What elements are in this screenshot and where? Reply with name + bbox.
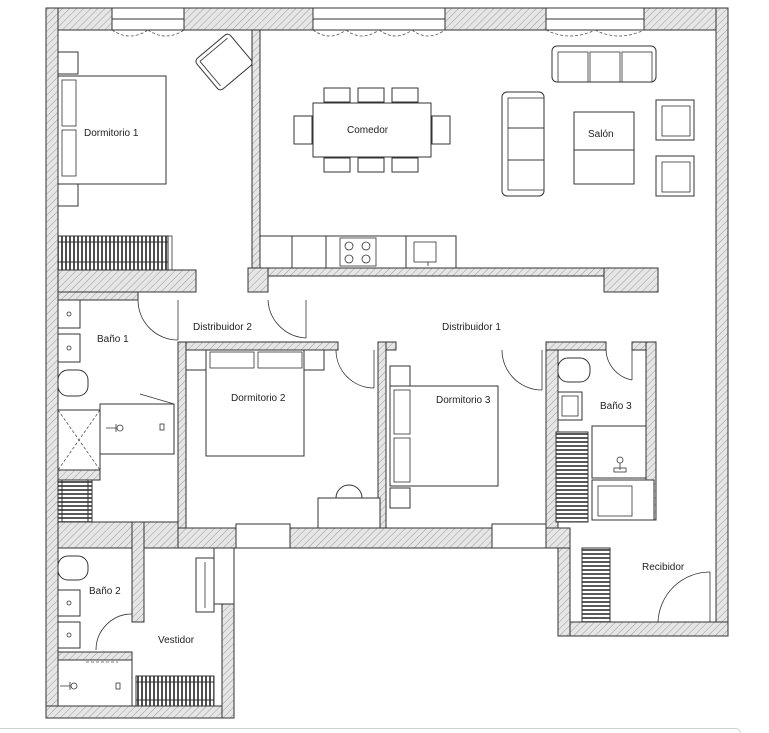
windows [111, 7, 645, 37]
room-label-dormitorio-2: Dormitorio 2 [231, 393, 286, 404]
room-label-dormitorio-1: Dormitorio 1 [84, 128, 139, 139]
recibidor: Recibidor [581, 547, 711, 623]
room-label-distribuidor-1: Distribuidor 1 [442, 322, 501, 333]
room-label-bano-3: Baño 3 [600, 401, 632, 412]
room-label-bano-1: Baño 1 [97, 334, 129, 345]
dormitorio-2: Dormitorio 2 [185, 349, 381, 549]
dormitorio-1: Dormitorio 1 [57, 33, 253, 271]
salon: Salón [501, 45, 695, 197]
bano-2: Baño 2 [57, 555, 133, 707]
room-label-recibidor: Recibidor [642, 562, 685, 573]
room-label-comedor: Comedor [347, 125, 389, 136]
bano-3: Baño 3 [555, 348, 655, 523]
room-label-vestidor: Vestidor [158, 635, 195, 646]
kitchen-counter [259, 235, 457, 269]
comedor: Comedor [293, 87, 451, 173]
wardrobe-left [57, 479, 93, 523]
room-label-dormitorio-3: Dormitorio 3 [436, 395, 491, 406]
room-label-bano-2: Baño 2 [89, 586, 121, 597]
distribuidor: Distribuidor 2 Distribuidor 1 [137, 299, 501, 341]
scrollbar-track [0, 728, 741, 733]
room-label-salon: Salón [588, 129, 614, 140]
vestidor: Vestidor [135, 547, 235, 707]
room-label-distribuidor-2: Distribuidor 2 [193, 322, 252, 333]
bano-1: Baño 1 [57, 299, 175, 471]
dormitorio-3: Dormitorio 3 [389, 349, 547, 549]
